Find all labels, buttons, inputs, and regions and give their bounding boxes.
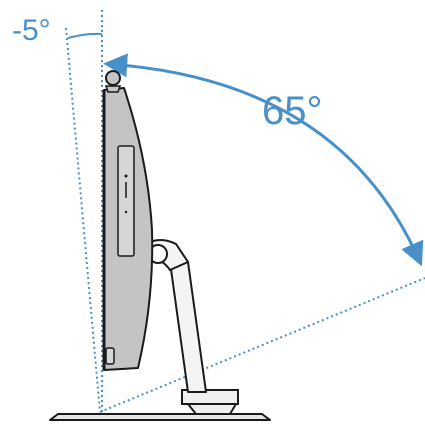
back-tilt-reference-line — [99, 277, 425, 413]
optical-drive-slot — [117, 145, 135, 257]
camera-mount — [104, 85, 122, 93]
camera-icon — [105, 70, 121, 86]
forward-tilt-arc — [67, 32, 103, 39]
back-tilt-arc — [103, 53, 424, 267]
stand-base — [49, 413, 271, 421]
stand-foot — [181, 389, 239, 405]
back-tilt-label: 65° — [262, 89, 323, 133]
side-port — [105, 347, 115, 365]
drive-indicator-dot — [124, 174, 128, 178]
stand-foot-lower — [185, 403, 238, 415]
forward-tilt-label: -5° — [12, 14, 51, 47]
drive-indicator-dot — [124, 210, 128, 214]
stand-column — [169, 261, 207, 393]
forward-tilt-reference-line — [65, 27, 101, 413]
